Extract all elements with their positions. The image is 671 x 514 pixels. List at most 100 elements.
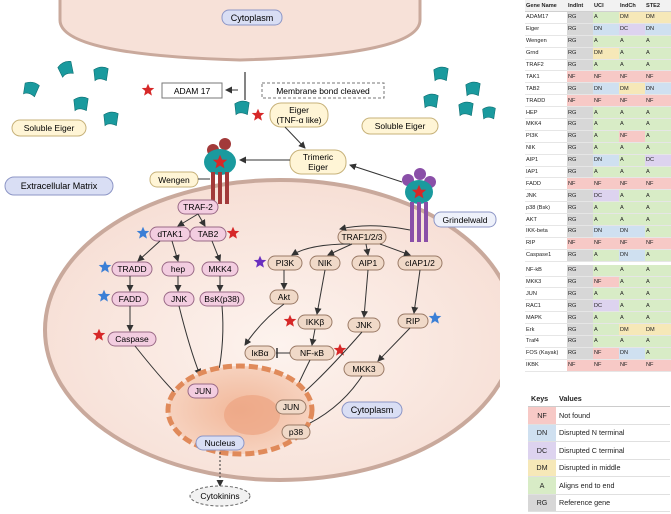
eiger-tnf-pill [269, 102, 329, 128]
trimeric-eiger-label-1: Trimeric [303, 152, 334, 162]
gene-table-header: STE2 [645, 0, 671, 12]
gene-name-cell: FOS (Kayak) [525, 347, 567, 360]
gene-name-cell: Eiger [525, 23, 567, 36]
trimeric-eiger-label-2: Eiger [308, 162, 328, 172]
traf123-label: TRAF1/2/3 [341, 232, 382, 242]
gene-table-gap [525, 261, 671, 265]
mkk3-label: MKK3 [352, 364, 375, 374]
gene-name-cell: p38 (Bsk) [525, 201, 567, 215]
gene-status-cell: NF [593, 94, 619, 108]
top-cell-membrane [58, 0, 422, 62]
gene-status-cell: NF [593, 237, 619, 250]
gene-name-cell: MKK4 [525, 118, 567, 131]
gene-status-cell: A [619, 287, 645, 301]
gene-status-cell: A [645, 166, 671, 179]
key-value-cell: Disrupted C terminal [556, 441, 670, 460]
gene-status-cell: NF [567, 94, 593, 108]
gene-name-cell: HEP [525, 106, 567, 120]
gene-table-header: Gene Name [525, 0, 567, 12]
membrane-cleaved-label: Membrane bond cleaved [276, 86, 370, 96]
trimeric-eiger-pill [289, 149, 347, 175]
gene-status-cell: A [645, 106, 671, 120]
grindelwald-pill [433, 211, 497, 228]
grindelwald-label: Grindelwald [443, 215, 488, 225]
gene-status-cell: DN [645, 23, 671, 36]
gene-status-cell: NF [567, 359, 593, 372]
gene-status-cell: RG [567, 59, 593, 72]
gene-name-cell: JNK [525, 189, 567, 203]
gene-status-cell: A [619, 264, 645, 277]
tradd-label: TRADD [117, 264, 146, 274]
gene-status-cell: DM [593, 47, 619, 60]
gene-status-cell: A [593, 249, 619, 262]
gene-status-cell: A [645, 59, 671, 72]
gene-status-cell: RG [567, 264, 593, 277]
gene-status-cell: DN [619, 347, 645, 360]
key-code-cell: DM [528, 459, 556, 477]
cytoplasm-bottom-pill [341, 401, 403, 419]
keys-header: Values [556, 391, 670, 407]
ciap12-label: cIAP1/2 [405, 258, 435, 268]
jun-nucleus-top-node [187, 383, 219, 399]
gene-status-cell: A [619, 35, 645, 48]
gene-status-cell: A [619, 189, 645, 203]
soluble-eiger-blobs-right [423, 66, 496, 120]
gene-name-cell: TAB2 [525, 82, 567, 96]
ikkb-label: IKKβ [306, 317, 325, 327]
gene-status-cell: A [645, 276, 671, 289]
gene-status-cell: A [645, 47, 671, 60]
gene-status-cell: A [593, 130, 619, 143]
gene-status-cell: RG [567, 299, 593, 313]
gene-status-cell: NF [619, 94, 645, 108]
caspase-label: Caspase [115, 334, 149, 344]
gene-status-cell: DN [593, 82, 619, 96]
gene-status-cell: A [619, 59, 645, 72]
cytoplasm-top-pill [221, 9, 283, 26]
key-value-cell: Reference gene [556, 494, 670, 512]
gene-status-cell: A [593, 264, 619, 277]
gene-status-cell: DN [645, 82, 671, 96]
wengen-label: Wengen [158, 175, 190, 185]
gene-status-cell: A [645, 347, 671, 360]
nik-label: NIK [318, 258, 333, 268]
gene-status-cell: A [593, 166, 619, 179]
gene-status-cell: A [645, 201, 671, 215]
nucleolus [224, 395, 280, 435]
gene-status-cell: NF [619, 237, 645, 250]
gene-status-cell: RG [567, 118, 593, 131]
gene-status-cell: A [645, 35, 671, 48]
cytoplasm-top-label: Cytoplasm [231, 13, 274, 23]
gene-status-cell: RG [567, 23, 593, 36]
tab2-label: TAB2 [198, 229, 219, 239]
gene-status-cell: DC [619, 23, 645, 36]
soluble-eiger-blobs-left [21, 59, 119, 126]
gene-status-cell: A [593, 106, 619, 120]
gene-status-cell: A [645, 213, 671, 227]
gene-status-cell: A [619, 47, 645, 60]
adam17-star [141, 83, 155, 96]
jun-nucleus-right-label: JUN [283, 402, 300, 412]
gene-status-cell: A [645, 299, 671, 313]
gene-status-cell: NF [619, 70, 645, 84]
gene-status-cell: NF [567, 70, 593, 84]
gene-status-cell: A [619, 299, 645, 313]
jun-nucleus-right-node [275, 399, 307, 415]
gene-name-cell: FADD [525, 177, 567, 191]
gene-status-cell: A [619, 276, 645, 289]
hep-label: hep [171, 264, 185, 274]
gene-status-cell: DC [645, 154, 671, 167]
gene-name-cell: RIP [525, 237, 567, 250]
